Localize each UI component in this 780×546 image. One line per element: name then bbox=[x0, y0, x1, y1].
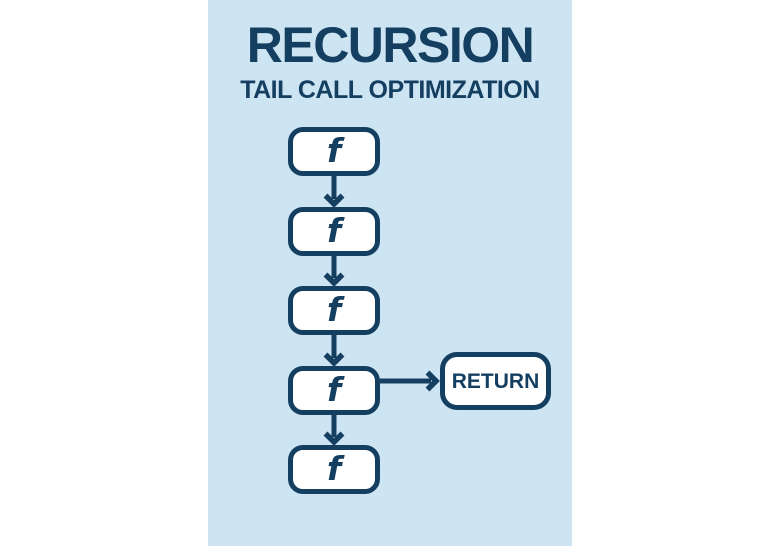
function-node-3: f bbox=[288, 286, 380, 335]
function-node-4: f bbox=[288, 366, 380, 415]
poster-title: RECURSION bbox=[246, 17, 535, 73]
function-node-label: f bbox=[326, 210, 342, 250]
return-node: RETURN bbox=[440, 352, 551, 410]
arrow-down-icon bbox=[323, 335, 345, 367]
function-node-label: f bbox=[326, 448, 342, 488]
arrow-down-icon bbox=[323, 415, 345, 446]
function-node-label: f bbox=[326, 369, 342, 409]
poster-subtitle: TAIL CALL OPTIMIZATION bbox=[240, 76, 540, 104]
function-node-label: f bbox=[326, 130, 342, 170]
poster-panel: RECURSION TAIL CALL OPTIMIZATION bbox=[208, 0, 572, 546]
arrow-right-icon bbox=[380, 370, 440, 392]
return-node-label: RETURN bbox=[451, 369, 540, 393]
arrow-down-icon bbox=[323, 176, 345, 208]
function-node-1: f bbox=[288, 127, 380, 176]
arrow-down-icon bbox=[323, 256, 345, 287]
function-node-label: f bbox=[326, 289, 342, 329]
function-node-2: f bbox=[288, 207, 380, 256]
function-node-5: f bbox=[288, 445, 380, 494]
